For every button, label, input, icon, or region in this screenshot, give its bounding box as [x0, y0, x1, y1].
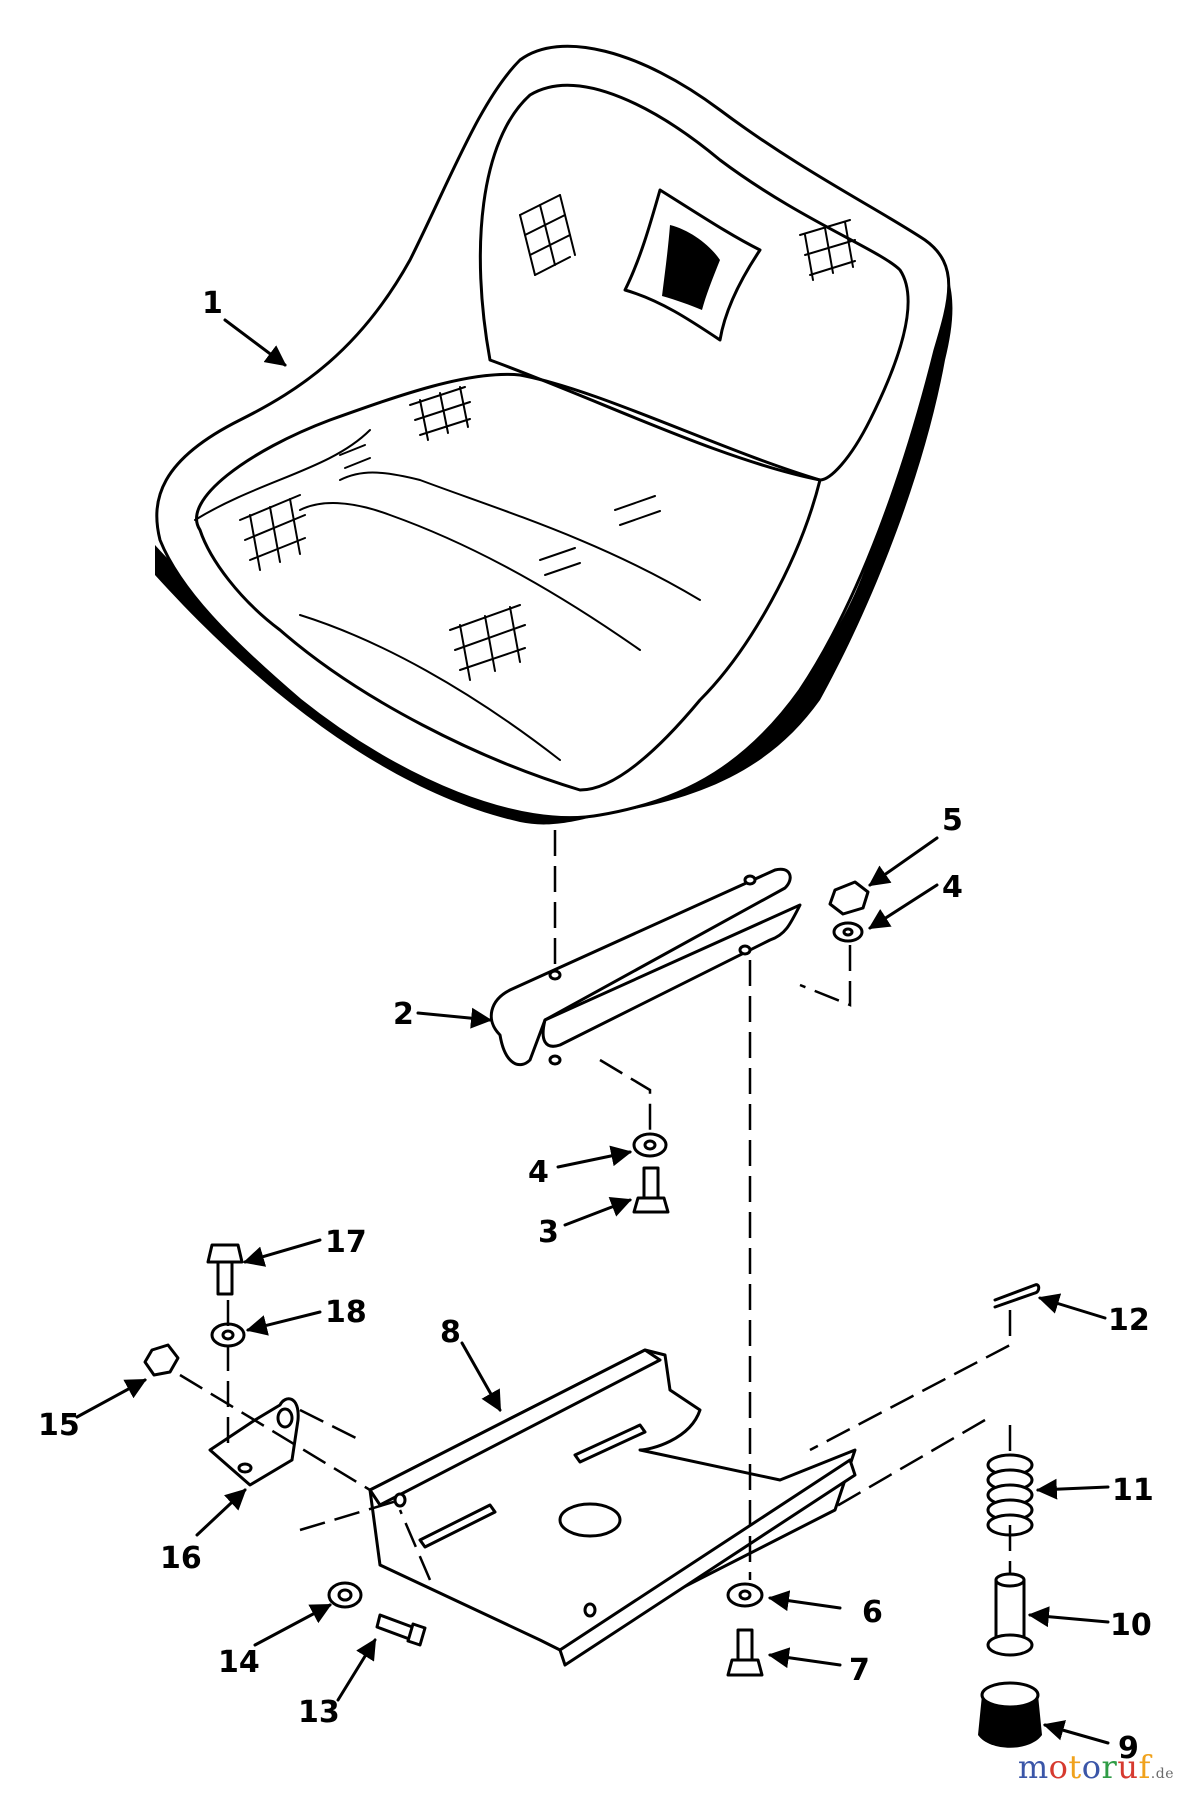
- watermark-letter: o: [1081, 1748, 1102, 1786]
- callout-3: 3: [538, 1215, 559, 1250]
- callout-4a: 4: [942, 870, 963, 905]
- callout-9: 9: [1118, 1731, 1139, 1766]
- callout-8: 8: [440, 1315, 461, 1350]
- callout-labels: 1 2 3 4 4 5 6 7 8 9 10 11 12 13 14 15 16…: [38, 286, 1154, 1766]
- watermark-letter: u: [1117, 1748, 1139, 1786]
- callout-14: 14: [218, 1645, 260, 1680]
- callout-13: 13: [298, 1695, 340, 1730]
- callout-2: 2: [393, 997, 414, 1032]
- callout-12: 12: [1108, 1303, 1150, 1338]
- watermark-letters: motoruf: [1018, 1748, 1151, 1786]
- watermark-letter: m: [1017, 1748, 1049, 1786]
- pivot-bracket: [208, 1397, 300, 1487]
- callout-16: 16: [160, 1541, 202, 1576]
- base-plate: [368, 1348, 857, 1667]
- seat: [155, 44, 953, 825]
- assembly-lines: [179, 830, 1012, 1581]
- callout-6: 6: [862, 1595, 883, 1630]
- motoruf-watermark-logo: motoruf.de: [1018, 1748, 1174, 1786]
- watermark-letter: o: [1048, 1748, 1069, 1786]
- leader-arrows: [75, 318, 1110, 1745]
- watermark-letter: t: [1068, 1748, 1082, 1786]
- hardware: [143, 880, 1042, 1748]
- watermark-tld: .de: [1150, 1766, 1174, 1782]
- callout-7: 7: [849, 1653, 870, 1688]
- callout-10: 10: [1110, 1608, 1152, 1643]
- callout-17: 17: [325, 1225, 367, 1260]
- watermark-letter: r: [1101, 1748, 1118, 1786]
- watermark-letter: f: [1138, 1748, 1151, 1786]
- callout-15: 15: [38, 1408, 80, 1443]
- callout-11: 11: [1112, 1473, 1154, 1508]
- seat-bracket: [489, 867, 802, 1067]
- callout-1: 1: [202, 286, 223, 321]
- callout-5: 5: [942, 803, 963, 838]
- callout-4b: 4: [528, 1155, 549, 1190]
- callout-18: 18: [325, 1295, 367, 1330]
